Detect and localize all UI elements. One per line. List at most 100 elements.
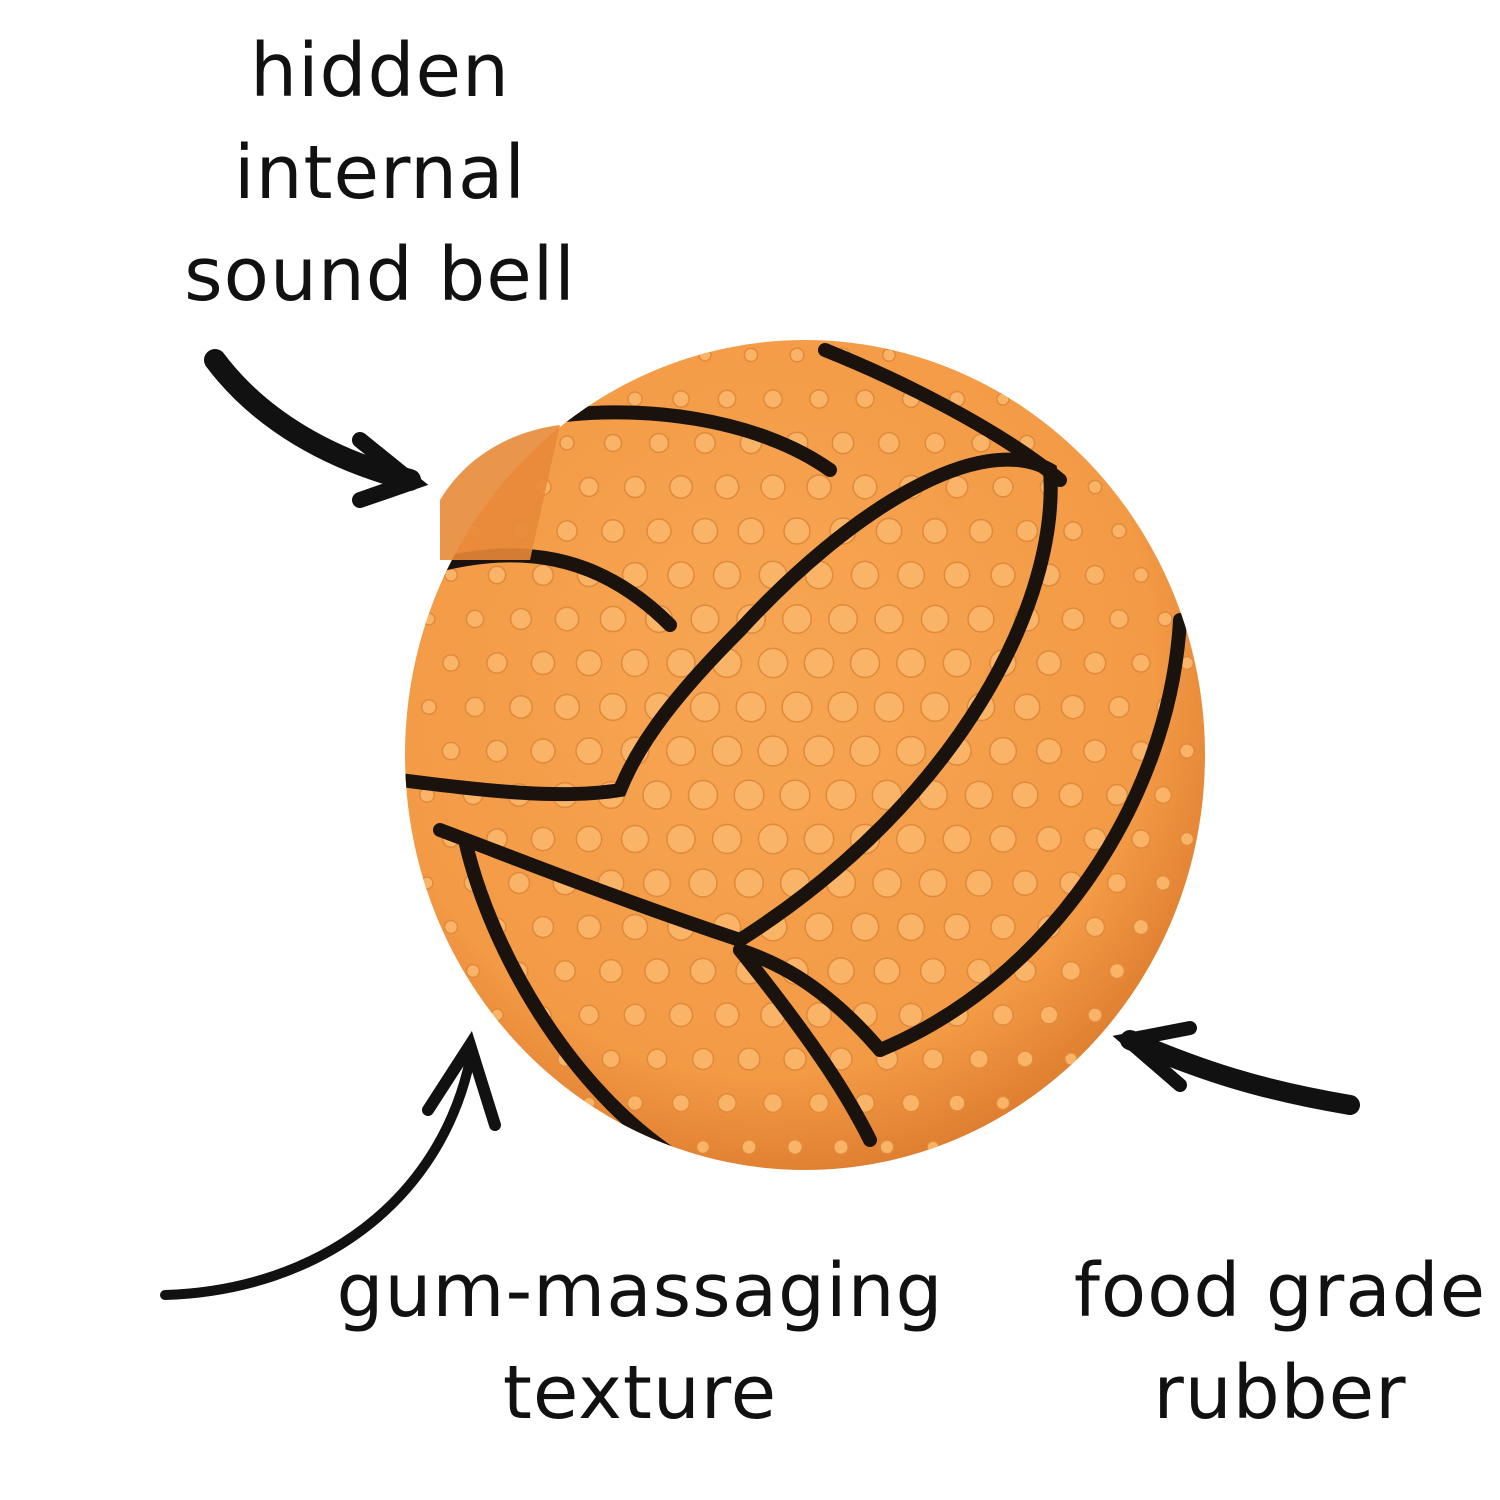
bump	[531, 563, 555, 587]
bump	[509, 695, 533, 719]
bump	[1013, 693, 1041, 721]
bump	[734, 868, 764, 898]
bump	[620, 824, 650, 854]
bump	[1064, 1052, 1078, 1066]
bump	[554, 960, 576, 982]
bump	[1153, 785, 1173, 805]
label-line: sound bell	[184, 232, 576, 318]
bump	[882, 348, 896, 362]
bump-texture	[419, 347, 1195, 1156]
bump	[671, 1093, 691, 1113]
bump	[1108, 608, 1130, 630]
bump	[672, 390, 690, 408]
bump	[779, 779, 811, 811]
bump	[694, 432, 716, 454]
bump	[690, 604, 720, 634]
arrows	[160, 349, 1360, 1300]
bump	[1063, 521, 1083, 541]
bump	[1132, 566, 1150, 584]
label-line: rubber	[1153, 1350, 1407, 1436]
label-line: internal	[234, 130, 526, 216]
bump	[1084, 564, 1106, 586]
bump	[922, 518, 948, 544]
bump	[717, 1093, 737, 1113]
bump	[988, 736, 1018, 766]
bump	[895, 735, 927, 767]
bump	[920, 604, 950, 634]
bump	[490, 1008, 504, 1022]
bump	[666, 824, 696, 854]
bump	[578, 476, 600, 498]
bump	[1061, 607, 1085, 631]
label-line: texture	[502, 1350, 778, 1436]
bump	[1108, 696, 1130, 718]
bump	[968, 1048, 990, 1070]
bump	[578, 1004, 600, 1026]
bump	[735, 691, 767, 723]
bump	[531, 915, 555, 939]
bump	[623, 475, 647, 499]
bump	[879, 1139, 895, 1155]
bump	[530, 738, 556, 764]
bump	[665, 735, 697, 767]
bump	[1083, 651, 1107, 675]
bump	[646, 1048, 668, 1070]
bump	[971, 433, 991, 453]
bump	[783, 517, 811, 545]
bump	[872, 868, 902, 898]
bump	[871, 779, 903, 811]
bump	[626, 1094, 644, 1112]
bump	[1060, 960, 1082, 982]
bump	[1179, 743, 1195, 759]
bump	[646, 518, 672, 544]
bump	[598, 958, 624, 984]
bump	[1083, 739, 1107, 763]
bump	[688, 868, 718, 898]
bump	[943, 561, 971, 589]
bump	[442, 654, 460, 672]
bump	[809, 389, 829, 409]
bump	[968, 518, 994, 544]
bump	[901, 1093, 921, 1113]
bump	[1015, 519, 1039, 543]
bump	[757, 647, 789, 679]
bump	[1154, 874, 1172, 892]
bump	[465, 609, 485, 629]
bump	[896, 912, 926, 942]
bump	[967, 605, 995, 633]
bump	[695, 1139, 711, 1155]
label-line: food grade	[1073, 1248, 1487, 1334]
bump	[509, 607, 533, 631]
bump	[783, 1047, 807, 1071]
bump	[487, 565, 507, 585]
bump	[575, 737, 603, 765]
bump	[832, 1138, 850, 1156]
bump	[996, 392, 1010, 406]
bump	[711, 735, 743, 767]
bump	[465, 963, 481, 979]
bump	[712, 560, 742, 590]
bump	[964, 780, 994, 810]
bump	[924, 432, 946, 454]
bump	[556, 520, 578, 542]
bump	[598, 692, 628, 722]
bump	[1016, 1050, 1034, 1068]
bump	[781, 603, 813, 635]
bump	[896, 560, 926, 590]
bump	[827, 957, 855, 985]
bump	[803, 735, 835, 767]
bump	[667, 561, 695, 589]
bump	[601, 1049, 621, 1069]
bump	[737, 1047, 761, 1071]
bump	[668, 1002, 694, 1028]
bump	[1105, 783, 1129, 807]
bump	[920, 692, 950, 722]
bump	[486, 652, 508, 674]
bump	[603, 433, 623, 453]
bump	[507, 871, 531, 895]
bump	[623, 1003, 647, 1027]
bump	[1087, 1007, 1103, 1023]
bump	[443, 919, 459, 935]
bump	[559, 435, 575, 451]
